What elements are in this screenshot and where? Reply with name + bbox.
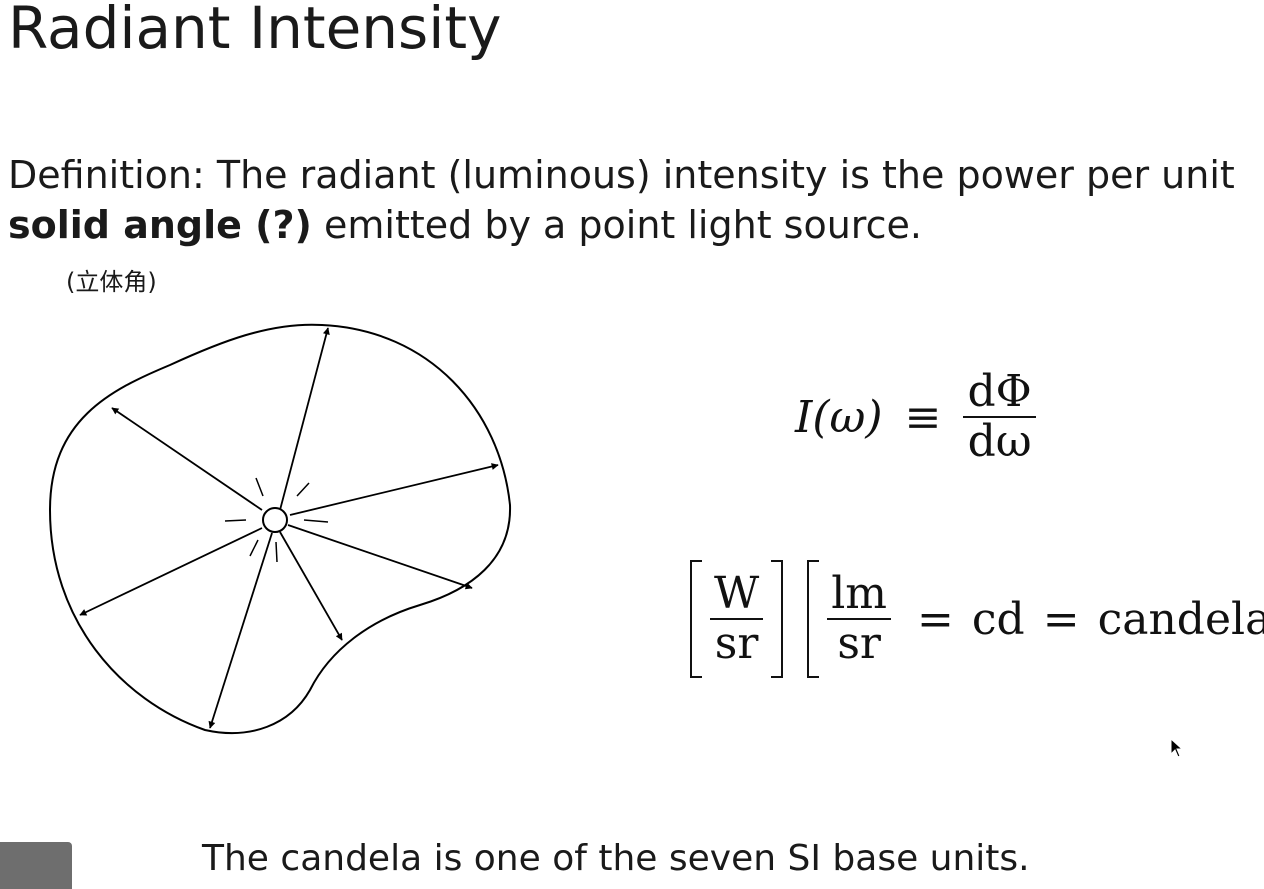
fraction-bar	[827, 618, 892, 620]
unit-denominator: sr	[837, 618, 881, 669]
mouse-cursor-icon	[1170, 738, 1184, 758]
fraction-numerator: dΦ	[967, 365, 1032, 417]
equiv-symbol: ≡	[904, 391, 942, 443]
fraction-denominator: dω	[967, 416, 1032, 467]
slide-title: Radiant Intensity	[8, 0, 502, 62]
left-bracket	[807, 560, 820, 678]
unit-candela: candela	[1097, 593, 1264, 645]
formula-lhs: I(ω)	[795, 391, 883, 443]
fraction-bar	[710, 618, 764, 620]
unit-fraction-lumen: lm sr	[827, 567, 892, 669]
arrow-down-right	[279, 531, 343, 641]
left-bracket	[690, 560, 702, 678]
arrow-up	[279, 327, 330, 511]
unit-cd: cd	[971, 593, 1025, 645]
arrow-left	[79, 527, 263, 616]
fraction-bar	[963, 416, 1036, 418]
right-bracket	[771, 560, 784, 678]
equals-sign: =	[1042, 593, 1080, 645]
solid-angle-boundary	[48, 323, 512, 734]
webcam-overlay-corner	[0, 842, 72, 889]
point-light-source	[262, 507, 288, 533]
arrow-down	[208, 532, 273, 729]
definition-part2: emitted by a point light source.	[311, 203, 922, 247]
footer-note: The candela is one of the seven SI base …	[202, 838, 1030, 879]
unit-numerator: lm	[831, 567, 888, 619]
definition-text: Definition: The radiant (luminous) inten…	[8, 150, 1248, 250]
intensity-formula: I(ω) ≡ dΦ dω	[795, 362, 1036, 472]
unit-denominator: sr	[714, 618, 759, 669]
equals-sign: =	[917, 593, 954, 645]
definition-part1: Definition: The radiant (luminous) inten…	[8, 153, 1235, 197]
arrow-right	[289, 463, 499, 516]
units-formula: W sr lm sr = cd = candela	[690, 555, 1264, 683]
light-rays	[224, 477, 329, 563]
point-source-diagram	[48, 323, 512, 734]
definition-bold-term: solid angle (?)	[8, 203, 312, 247]
arrow-upper-left	[111, 407, 263, 511]
unit-group-lumen: lm sr = cd = candela	[807, 560, 1264, 678]
chinese-annotation: (立体角)	[66, 268, 157, 296]
arrow-lower-right	[287, 524, 473, 590]
unit-group-watt: W sr	[690, 560, 784, 678]
intensity-arrows	[79, 327, 499, 729]
formula-fraction: dΦ dω	[963, 365, 1036, 467]
unit-fraction-watt: W sr	[710, 567, 764, 669]
unit-numerator: W	[714, 567, 760, 619]
